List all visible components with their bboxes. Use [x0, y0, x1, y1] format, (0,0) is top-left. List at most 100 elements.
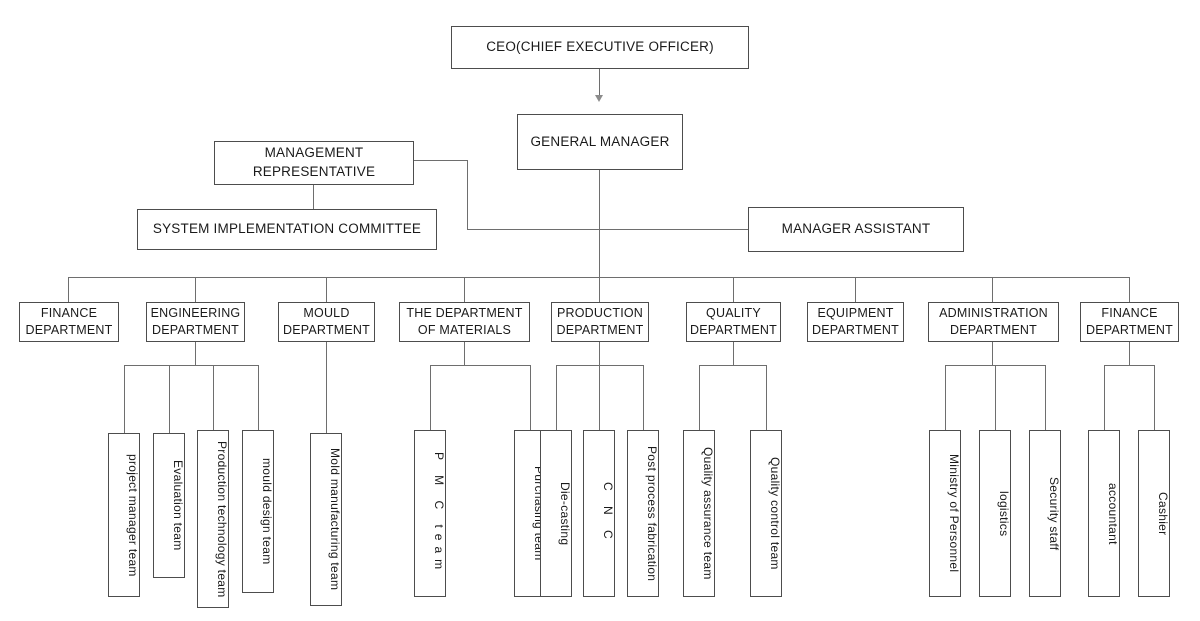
node-ceo-label: CEO(CHIEF EXECUTIVE OFFICER) [486, 39, 714, 55]
drop-to-cashier [1154, 365, 1155, 430]
node-team-quality-control-team-label: Quality control team [768, 457, 782, 570]
node-team-post-process-fabrication[interactable]: Post process fabrication [627, 430, 659, 597]
node-system-implementation-committee[interactable]: SYSTEM IMPLEMENTATION COMMITTEE [137, 209, 437, 250]
node-team-evaluation-team-label: Evaluation team [171, 460, 185, 551]
connector-gm-trunk [599, 170, 600, 278]
node-department-mould[interactable]: MOULD DEPARTMENT [278, 302, 375, 342]
materials-sub-bus [430, 365, 530, 366]
node-department-quality[interactable]: QUALITY DEPARTMENT [686, 302, 781, 342]
node-team-mould-design-team-label: mould design team [260, 458, 274, 565]
node-team-project-manager-team-label: project manager team [126, 453, 140, 577]
drop-to-cnc [599, 365, 600, 430]
node-team-post-process-fabrication-label: Post process fabrication [645, 445, 659, 582]
connector-production-stem [599, 341, 600, 365]
connector-finance-2-stem [1129, 341, 1130, 365]
node-team-ministry-of-personnel[interactable]: Ministry of Personnel [929, 430, 961, 597]
node-department-production-label: PRODUCTION DEPARTMENT [556, 305, 644, 337]
node-team-die-casting[interactable]: Die-casting [540, 430, 572, 597]
node-department-materials-label: THE DEPARTMENT OF MATERIALS [406, 305, 523, 337]
drop-to-mould-design-team [258, 365, 259, 430]
drop-to-project-manager-team [124, 365, 125, 433]
drop-to-accountant [1104, 365, 1105, 430]
drop-to-ministry-of-personnel [945, 365, 946, 430]
drop-to-administration [992, 277, 993, 302]
connector-quality-stem [733, 341, 734, 365]
node-team-ministry-of-personnel-label: Ministry of Personnel [947, 454, 961, 573]
node-team-pmc-team[interactable]: P M C team [414, 430, 446, 597]
drop-to-equipment [855, 277, 856, 302]
drop-to-production [599, 277, 600, 302]
node-team-production-technology-team-label: Production technology team [215, 440, 229, 598]
node-department-equipment[interactable]: EQUIPMENT DEPARTMENT [807, 302, 904, 342]
node-team-accountant-label: accountant [1106, 482, 1120, 545]
drop-to-evaluation-team [169, 365, 170, 433]
connector-materials-stem [464, 341, 465, 365]
node-team-project-manager-team[interactable]: project manager team [108, 433, 140, 597]
connector-mgmt-rep-to-committee [313, 185, 314, 209]
node-team-mold-manufacturing-team-label: Mold manufacturing team [328, 448, 342, 591]
drop-to-pmc-team [430, 365, 431, 430]
node-department-production[interactable]: PRODUCTION DEPARTMENT [551, 302, 649, 342]
node-management-representative-label: MANAGEMENT REPRESENTATIVE [252, 145, 376, 179]
connector-ceo-to-gm [599, 69, 600, 97]
drop-to-die-casting [556, 365, 557, 430]
node-manager-assistant-label: MANAGER ASSISTANT [781, 221, 931, 237]
node-team-production-technology-team[interactable]: Production technology team [197, 430, 229, 608]
connector-mgmt-rep-elbow-vertical [467, 160, 468, 229]
production-sub-bus [556, 365, 644, 366]
node-team-quality-assurance-team-label: Quality assurance team [701, 447, 715, 580]
node-team-quality-control-team[interactable]: Quality control team [750, 430, 782, 597]
drop-to-materials [464, 277, 465, 302]
node-team-evaluation-team[interactable]: Evaluation team [153, 433, 185, 578]
node-manager-assistant[interactable]: MANAGER ASSISTANT [748, 207, 964, 252]
node-general-manager[interactable]: GENERAL MANAGER [517, 114, 683, 170]
node-team-quality-assurance-team[interactable]: Quality assurance team [683, 430, 715, 597]
connector-administration-stem [992, 341, 993, 365]
drop-to-engineering [195, 277, 196, 302]
node-department-administration-label: ADMINISTRATION DEPARTMENT [939, 305, 1048, 337]
node-department-administration[interactable]: ADMINISTRATION DEPARTMENT [928, 302, 1059, 342]
node-department-materials[interactable]: THE DEPARTMENT OF MATERIALS [399, 302, 530, 342]
drop-to-quality [733, 277, 734, 302]
node-department-engineering-label: ENGINEERING DEPARTMENT [150, 305, 241, 337]
engineering-sub-bus [124, 365, 259, 366]
drop-to-quality-control-team [766, 365, 767, 430]
node-team-security-staff[interactable]: Security staff [1029, 430, 1061, 597]
node-department-engineering[interactable]: ENGINEERING DEPARTMENT [146, 302, 245, 342]
node-department-finance-1[interactable]: FINANCE DEPARTMENT [19, 302, 119, 342]
connector-engineering-stem [195, 341, 196, 365]
drop-to-finance-1 [68, 277, 69, 302]
node-team-cnc-label: C N C [601, 482, 615, 545]
drop-to-production-technology-team [213, 365, 214, 430]
drop-to-security-staff [1045, 365, 1046, 430]
drop-to-quality-assurance-team [699, 365, 700, 430]
node-team-cashier[interactable]: Cashier [1138, 430, 1170, 597]
node-department-mould-label: MOULD DEPARTMENT [283, 305, 370, 337]
arrowhead-ceo-to-gm [595, 95, 603, 102]
drop-to-post-process-fabrication [643, 365, 644, 430]
node-department-finance-2[interactable]: FINANCE DEPARTMENT [1080, 302, 1179, 342]
node-department-equipment-label: EQUIPMENT DEPARTMENT [812, 305, 899, 337]
node-general-manager-label: GENERAL MANAGER [530, 133, 670, 149]
connector-manager-assistant [599, 229, 748, 230]
node-department-finance-1-label: FINANCE DEPARTMENT [25, 305, 113, 337]
node-system-implementation-committee-label: SYSTEM IMPLEMENTATION COMMITTEE [152, 221, 422, 237]
node-team-die-casting-label: Die-casting [558, 481, 572, 546]
node-department-quality-label: QUALITY DEPARTMENT [690, 305, 777, 337]
node-team-mold-manufacturing-team[interactable]: Mold manufacturing team [310, 433, 342, 606]
drop-to-mould [326, 277, 327, 302]
node-team-mould-design-team[interactable]: mould design team [242, 430, 274, 593]
quality-sub-bus [699, 365, 767, 366]
node-team-cnc[interactable]: C N C [583, 430, 615, 597]
node-management-representative[interactable]: MANAGEMENT REPRESENTATIVE [214, 141, 414, 185]
node-team-logistics[interactable]: logistics [979, 430, 1011, 597]
drop-to-mold-manufacturing-team [326, 341, 327, 433]
node-team-accountant[interactable]: accountant [1088, 430, 1120, 597]
node-team-logistics-label: logistics [997, 490, 1011, 537]
connector-mgmt-rep-elbow-bottom [467, 229, 600, 230]
finance-2-sub-bus [1104, 365, 1154, 366]
node-ceo[interactable]: CEO(CHIEF EXECUTIVE OFFICER) [451, 26, 749, 69]
node-department-finance-2-label: FINANCE DEPARTMENT [1086, 305, 1173, 337]
drop-to-finance-2 [1129, 277, 1130, 302]
